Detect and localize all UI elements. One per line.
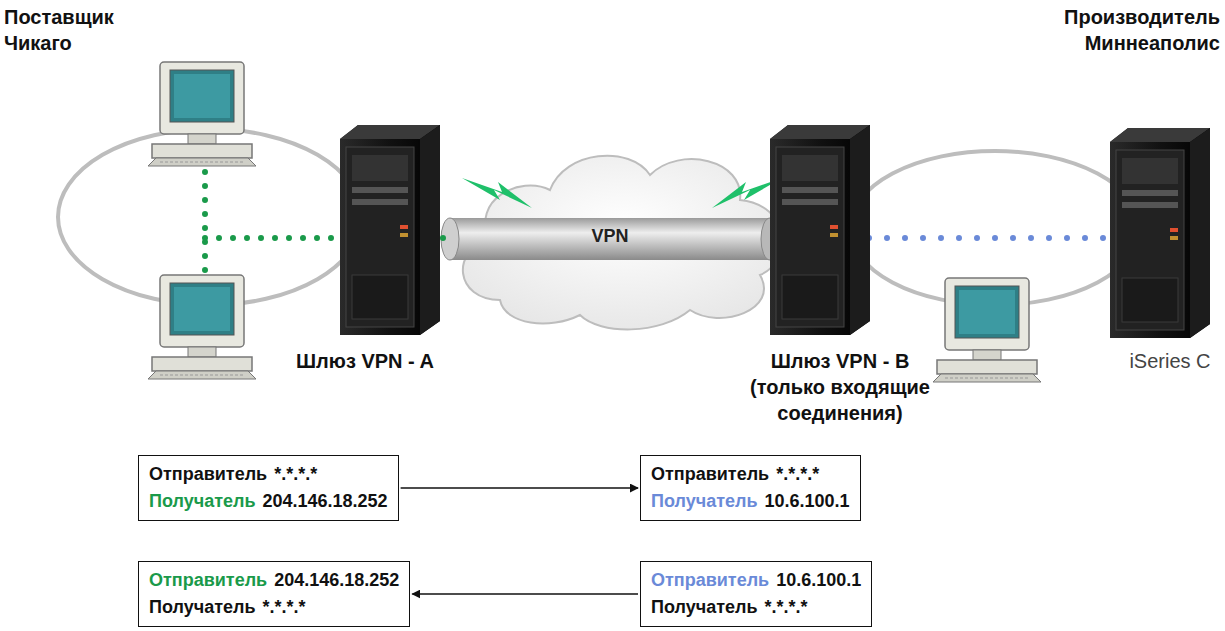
ip-address: 10.6.100.1: [764, 491, 849, 511]
ip-address: 204.146.18.252: [274, 570, 399, 590]
packet-header-box: Отправитель 204.146.18.252Получатель *.*.*…: [138, 561, 410, 627]
ip-address: *.*.*.*: [764, 597, 807, 617]
field-name: Получатель: [651, 597, 757, 617]
vpn-tunnel: [441, 218, 779, 260]
field-name: Отправитель: [651, 570, 769, 590]
field-name: Получатель: [149, 491, 255, 511]
workstation-icon: [933, 278, 1041, 382]
caption-label: Производитель Миннеаполис: [1055, 4, 1220, 56]
ip-address: 204.146.18.252: [262, 491, 387, 511]
caption-label: (только входящие соединения): [740, 374, 940, 426]
header-row: Отправитель 10.6.100.1: [651, 567, 861, 594]
caption-label: Шлюз VPN - B: [745, 348, 935, 374]
iseries-server: [1110, 128, 1210, 338]
header-row: Отправитель 204.146.18.252: [149, 567, 399, 594]
header-row: Получатель *.*.*.*: [651, 594, 861, 621]
header-row: Получатель 204.146.18.252: [149, 488, 388, 515]
ip-address: *.*.*.*: [274, 464, 317, 484]
header-row: Отправитель *.*.*.*: [651, 461, 850, 488]
ip-address: 10.6.100.1: [776, 570, 861, 590]
field-name: Отправитель: [651, 464, 769, 484]
flow-arrow: [401, 487, 638, 489]
field-name: Отправитель: [149, 464, 267, 484]
flow-arrow: [412, 593, 638, 595]
caption-label: Шлюз VPN - A: [280, 348, 450, 374]
wireless-bolt: [462, 178, 532, 208]
gateway-server: [770, 125, 870, 335]
caption-label: iSeries C: [1118, 348, 1222, 374]
header-row: Отправитель *.*.*.*: [149, 461, 388, 488]
caption-label: VPN: [560, 225, 660, 248]
header-row: Получатель 10.6.100.1: [651, 488, 850, 515]
field-name: Получатель: [651, 491, 757, 511]
packet-header-box: Отправитель *.*.*.* Получатель 204.146.18.2…: [138, 455, 399, 521]
ip-address: *.*.*.*: [262, 597, 305, 617]
packet-header-box: Отправитель 10.6.100.1Получатель *.*.*.*: [640, 561, 872, 627]
packet-header-box: Отправитель *.*.*.* Получатель 10.6.100.1: [640, 455, 861, 521]
workstation-icon: [148, 275, 256, 379]
ip-address: *.*.*.*: [776, 464, 819, 484]
field-name: Отправитель: [149, 570, 267, 590]
header-row: Получатель *.*.*.*: [149, 594, 399, 621]
field-name: Получатель: [149, 597, 255, 617]
caption-label: Поставщик Чикаго: [4, 4, 129, 56]
gateway-server: [340, 125, 440, 335]
workstation-icon: [148, 62, 256, 166]
